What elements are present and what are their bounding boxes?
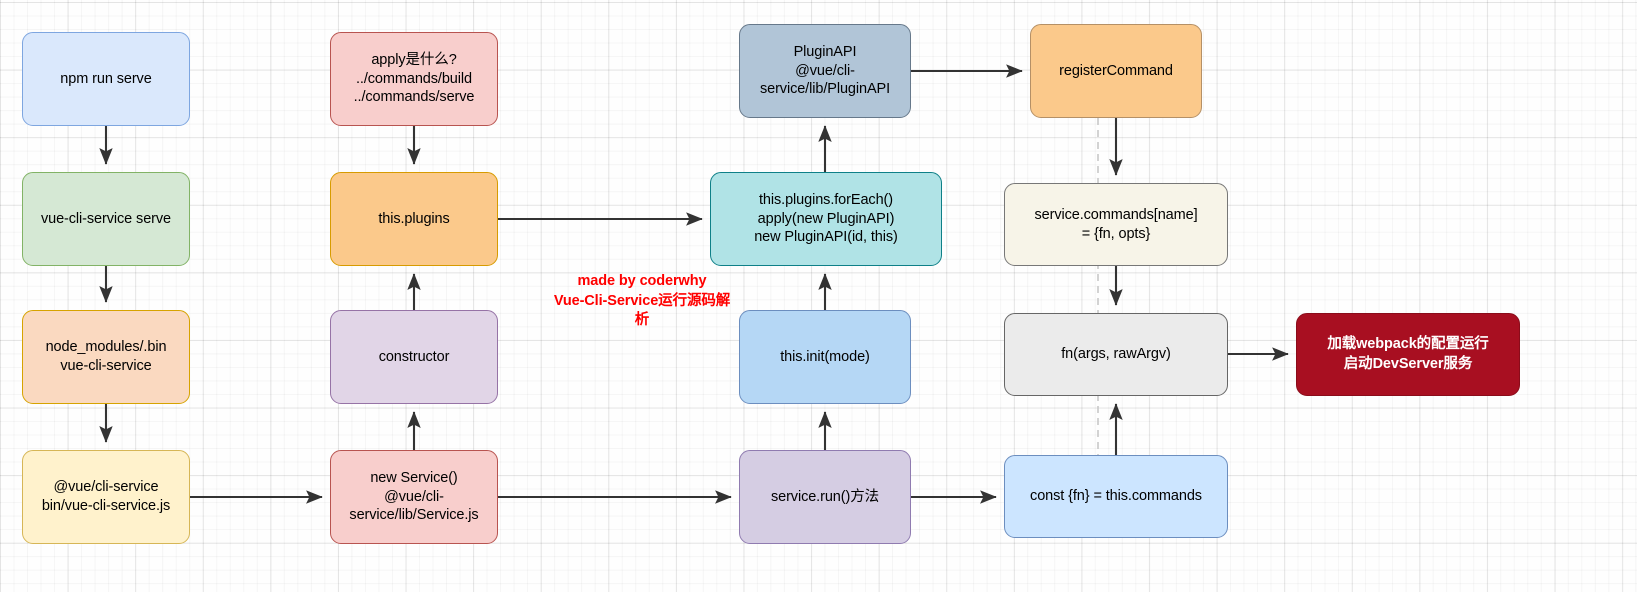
node-const-fn-commands[interactable]: const {fn} = this.commands (1004, 455, 1228, 538)
node-constructor[interactable]: constructor (330, 310, 498, 404)
node-apply-question[interactable]: apply是什么? ../commands/build ../commands/… (330, 32, 498, 126)
node-load-webpack-devserver[interactable]: 加载webpack的配置运行 启动DevServer服务 (1296, 313, 1520, 396)
node-fn-args-rawargv[interactable]: fn(args, rawArgv) (1004, 313, 1228, 396)
node-service-run[interactable]: service.run()方法 (739, 450, 911, 544)
node-node-modules-bin[interactable]: node_modules/.bin vue-cli-service (22, 310, 190, 404)
node-vue-cli-service-serve[interactable]: vue-cli-service serve (22, 172, 190, 266)
node-this-init-mode[interactable]: this.init(mode) (739, 310, 911, 404)
node-register-command[interactable]: registerCommand (1030, 24, 1202, 118)
node-plugin-api[interactable]: PluginAPI @vue/cli- service/lib/PluginAP… (739, 24, 911, 118)
node-npm-run-serve[interactable]: npm run serve (22, 32, 190, 126)
node-this-plugins[interactable]: this.plugins (330, 172, 498, 266)
node-new-service[interactable]: new Service() @vue/cli- service/lib/Serv… (330, 450, 498, 544)
node-plugins-foreach[interactable]: this.plugins.forEach() apply(new PluginA… (710, 172, 942, 266)
node-service-commands[interactable]: service.commands[name] = {fn, opts} (1004, 183, 1228, 266)
node-bin-vue-cli-service-js[interactable]: @vue/cli-service bin/vue-cli-service.js (22, 450, 190, 544)
author-note: made by coderwhy Vue-Cli-Service运行源码解析 (553, 273, 731, 329)
